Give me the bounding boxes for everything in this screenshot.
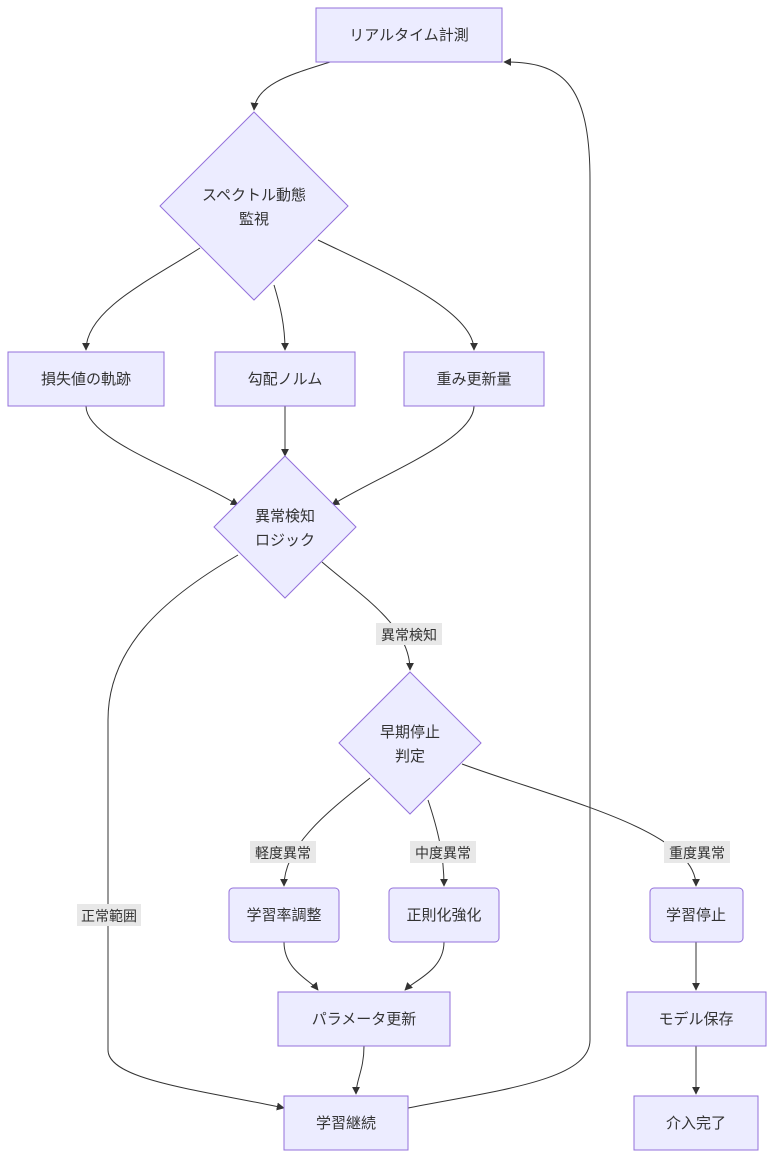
node-lr[interactable]: 学習率調整 xyxy=(228,887,340,943)
edge-labels: 異常検知 正常範囲 軽度異常 中度異常 重度異常 xyxy=(77,623,730,926)
edge-reg-to-param xyxy=(404,941,445,991)
node-early-stop-label-1: 早期停止 xyxy=(380,723,440,741)
edge-param-to-continue xyxy=(352,1045,365,1095)
edge-continue-to-realtime xyxy=(407,58,591,1109)
edge-label-severe: 重度異常 xyxy=(669,846,725,862)
node-continue-label: 学習継続 xyxy=(316,1114,376,1132)
edge-loss-to-anomaly xyxy=(85,405,239,506)
edge-spectral-to-loss xyxy=(82,247,201,351)
node-weight[interactable]: 重み更新量 xyxy=(403,351,545,407)
node-realtime-label: リアルタイム計測 xyxy=(349,26,469,44)
edges xyxy=(82,58,700,1111)
node-stop[interactable]: 学習停止 xyxy=(649,887,744,943)
node-early-stop[interactable]: 早期停止 判定 xyxy=(338,671,482,815)
node-param-label: パラメータ更新 xyxy=(312,1010,417,1028)
node-grad[interactable]: 勾配ノルム xyxy=(214,351,356,407)
edge-early-to-stop xyxy=(461,763,700,887)
node-param[interactable]: パラメータ更新 xyxy=(277,991,451,1047)
node-reg[interactable]: 正則化強化 xyxy=(388,887,500,943)
nodes: リアルタイム計測 スペクトル動態 監視 損失値の軌跡 勾配ノルム 重み更新量 異… xyxy=(7,7,767,1151)
node-spectral-label-2: 監視 xyxy=(239,210,269,228)
node-loss-label: 損失値の軌跡 xyxy=(41,370,131,388)
edge-label-moderate: 中度異常 xyxy=(415,846,471,862)
node-grad-label: 勾配ノルム xyxy=(248,370,323,388)
edge-lr-to-param xyxy=(283,941,319,991)
edge-label-normal: 正常範囲 xyxy=(81,908,137,925)
node-early-stop-label-2: 判定 xyxy=(395,747,425,765)
node-reg-label: 正則化強化 xyxy=(406,906,481,924)
edge-realtime-to-spectral xyxy=(250,61,331,111)
edge-anomaly-to-continue xyxy=(107,554,285,1111)
node-stop-label: 学習停止 xyxy=(666,906,726,924)
edge-spectral-to-grad xyxy=(273,284,289,351)
edge-label-mild: 軽度異常 xyxy=(255,846,311,862)
node-realtime[interactable]: リアルタイム計測 xyxy=(315,7,503,63)
node-done-label: 介入完了 xyxy=(666,1114,726,1132)
edge-early-to-lr xyxy=(280,777,371,887)
node-save-label: モデル保存 xyxy=(658,1010,733,1028)
node-weight-label: 重み更新量 xyxy=(436,370,511,388)
node-done[interactable]: 介入完了 xyxy=(633,1095,759,1151)
edge-weight-to-anomaly xyxy=(331,405,475,506)
node-save[interactable]: モデル保存 xyxy=(626,991,767,1047)
node-loss[interactable]: 損失値の軌跡 xyxy=(7,351,165,407)
node-continue[interactable]: 学習継続 xyxy=(283,1095,409,1151)
node-spectral-label-1: スペクトル動態 xyxy=(202,186,306,204)
edge-spectral-to-weight xyxy=(317,239,478,351)
edge-label-anomaly-detected: 異常検知 xyxy=(381,627,437,644)
node-spectral[interactable]: スペクトル動態 監視 xyxy=(159,111,349,301)
node-anomaly[interactable]: 異常検知 ロジック xyxy=(213,455,357,599)
node-anomaly-label-1: 異常検知 xyxy=(255,507,315,525)
node-lr-label: 学習率調整 xyxy=(246,906,321,924)
node-anomaly-label-2: ロジック xyxy=(255,531,315,549)
edge-anomaly-to-early xyxy=(321,561,414,671)
